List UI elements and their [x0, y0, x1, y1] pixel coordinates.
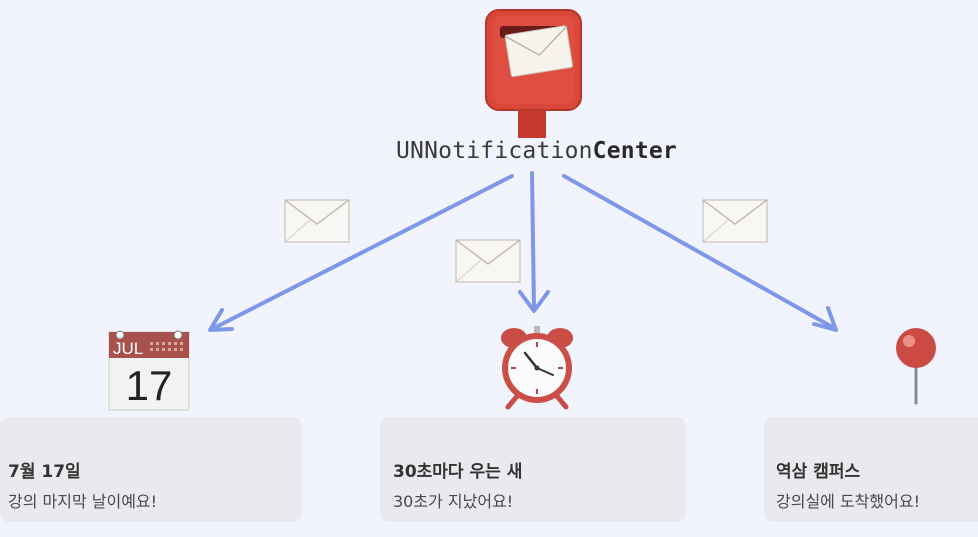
arrow-left	[212, 174, 514, 330]
pushpin-icon	[896, 328, 936, 405]
postbox-icon	[485, 9, 582, 138]
arrow-right	[562, 174, 836, 330]
notification-card-calendar: 7월 17일 강의 마지막 날이예요!	[0, 417, 302, 522]
notification-title: 30초마다 우는 새	[393, 462, 523, 482]
notification-body: 강의 마지막 날이예요!	[8, 492, 158, 511]
notification-body: 강의실에 도착했어요!	[776, 492, 920, 511]
calendar-icon: JUL 17	[108, 330, 190, 411]
notification-title: 7월 17일	[8, 462, 81, 482]
notification-body: 30초가 지났어요!	[393, 492, 514, 511]
arrowhead-right	[812, 306, 838, 332]
envelope-icon	[702, 199, 768, 243]
arrow-middle	[530, 171, 536, 311]
center-label-prefix: UNNotification	[396, 138, 593, 164]
envelope-icon	[284, 199, 350, 243]
arrowhead-middle	[518, 290, 550, 313]
notification-card-alarm: 30초마다 우는 새 30초가 지났어요!	[380, 417, 686, 522]
arrowhead-left	[208, 308, 234, 332]
notification-card-location: 역삼 캠퍼스 강의실에 도착했어요!	[764, 417, 978, 522]
alarm-clock-icon	[501, 326, 573, 410]
center-label-bold: Center	[592, 138, 677, 164]
envelope-icon	[455, 239, 521, 283]
center-label: UNNotificationCenter	[396, 138, 677, 166]
calendar-day: 17	[126, 362, 173, 409]
calendar-month: JUL	[113, 339, 143, 358]
notification-title: 역삼 캠퍼스	[776, 462, 861, 482]
